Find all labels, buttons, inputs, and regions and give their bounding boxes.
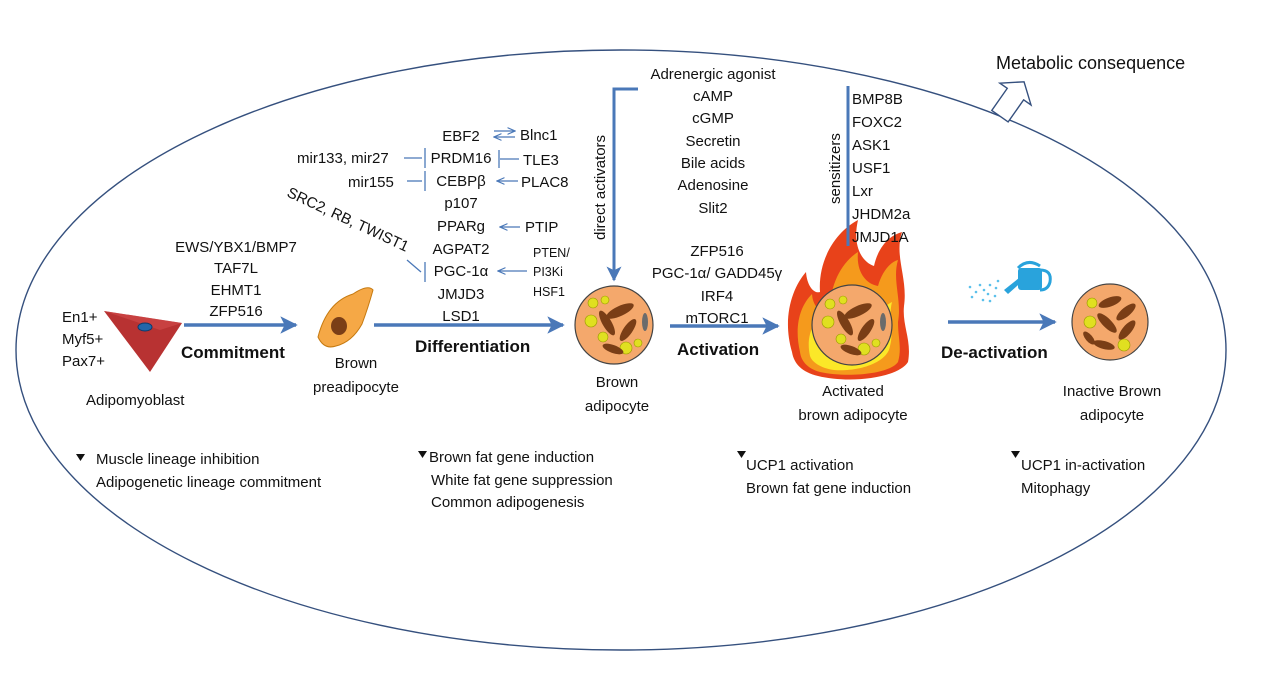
differentiation-factors: EBF2 PRDM16 CEBPβ p107 PPARg AGPAT2 PGC-… [431, 128, 492, 325]
direct-activator: Adrenergic agonist [650, 66, 776, 83]
differentiation-factor: PRDM16 [431, 150, 492, 167]
sensitizer: FOXC2 [852, 114, 902, 131]
activated-brown-adipocyte-label: brown adipocyte [798, 407, 907, 424]
note-line: Brown fat gene induction [746, 480, 911, 497]
direct-activator-list: Adrenergic agonist cAMP cGMP Secretin Bi… [650, 66, 776, 217]
regulator-blnc1: Blnc1 [520, 127, 558, 144]
commitment-factor: EWS/YBX1/BMP7 [175, 239, 297, 256]
note-bullet-icon [737, 451, 746, 458]
note-bullet-icon [76, 454, 85, 461]
note-line: UCP1 in-activation [1021, 457, 1145, 474]
note-line: Common adipogenesis [431, 494, 584, 511]
commitment-notes: Muscle lineage inhibition Adipogenetic l… [76, 451, 322, 491]
note-bullet-icon [418, 451, 427, 458]
deactivation-notes: UCP1 in-activation Mitophagy [1011, 451, 1145, 497]
sensitizer: JMJD1A [852, 229, 909, 246]
regulator-pten: PTEN/ [533, 246, 570, 260]
direct-activators-arrow [606, 87, 638, 282]
adipomyoblast-cell [104, 311, 182, 372]
inactive-brown-adipocyte-cell [1071, 283, 1149, 361]
inactive-brown-adipocyte-label: Inactive Brown [1063, 383, 1161, 400]
inhibition-line [406, 259, 422, 273]
direct-activators-label: direct activators [592, 135, 609, 240]
note-line: Brown fat gene induction [429, 449, 594, 466]
direct-activator: cAMP [693, 88, 733, 105]
metabolic-consequence-label: Metabolic consequence [996, 53, 1185, 73]
note-line: White fat gene suppression [431, 472, 613, 489]
deactivation-label: De-activation [941, 343, 1048, 362]
sensitizer-list: BMP8B FOXC2 ASK1 USF1 Lxr JHDM2a JMJD1A [852, 91, 911, 246]
direct-activator: Bile acids [681, 155, 745, 172]
differentiation-factor: PPARg [437, 218, 485, 235]
activated-brown-adipocyte-cell [811, 284, 893, 366]
regulator-hsf1: HSF1 [533, 285, 565, 299]
regulator-plac8: PLAC8 [521, 174, 569, 191]
brown-preadipocyte-label: preadipocyte [313, 379, 399, 396]
sensitizer: Lxr [852, 183, 873, 200]
commitment-factor: EHMT1 [211, 282, 262, 299]
commitment-label: Commitment [181, 343, 285, 362]
sensitizers-label: sensitizers [827, 133, 844, 204]
sensitizer: ASK1 [852, 137, 890, 154]
direct-activator: cGMP [692, 110, 734, 127]
brown-preadipocyte-cell [317, 287, 374, 348]
activation-factor: mTORC1 [685, 310, 748, 327]
commitment-factors: EWS/YBX1/BMP7 TAF7L EHMT1 ZFP516 [175, 239, 297, 320]
inactive-brown-adipocyte-label: adipocyte [1080, 407, 1144, 424]
differentiation-factor: LSD1 [442, 308, 480, 325]
inhibitor-mir155: mir155 [348, 174, 394, 191]
direct-activator: Slit2 [698, 200, 727, 217]
activated-brown-adipocyte-label: Activated [822, 383, 884, 400]
activation-factor: ZFP516 [690, 243, 743, 260]
direct-activator: Secretin [685, 133, 740, 150]
adipomyoblast-label: Adipomyoblast [86, 392, 185, 409]
inhibitor-mir133-mir27: mir133, mir27 [297, 150, 389, 167]
inhibitor-src2-rb-twist1: SRC2, RB, TWIST1 [284, 184, 411, 255]
marker-en1: En1+ [62, 309, 98, 326]
differentiation-factor: PGC-1α [434, 263, 489, 280]
sensitizer: BMP8B [852, 91, 903, 108]
activation-factor: PGC-1α/ GADD45γ [652, 265, 783, 282]
differentiation-factor: JMJD3 [438, 286, 485, 303]
note-line: Mitophagy [1021, 480, 1091, 497]
differentiation-factor: EBF2 [442, 128, 480, 145]
boundary-ellipse [15, 49, 1227, 651]
regulator-ptip: PTIP [525, 219, 558, 236]
activation-label: Activation [677, 340, 759, 359]
brown-preadipocyte-label: Brown [335, 355, 378, 372]
commitment-factor: TAF7L [214, 260, 258, 277]
regulator-pi3ki: PI3Ki [533, 265, 563, 279]
brown-adipocyte-cell [574, 285, 654, 365]
sensitizer: USF1 [852, 160, 890, 177]
differentiation-label: Differentiation [415, 337, 530, 356]
brown-adipocyte-label: Brown [596, 374, 639, 391]
direct-activator: Adenosine [678, 177, 749, 194]
watering-can-icon [968, 261, 1052, 303]
differentiation-factor: p107 [444, 195, 477, 212]
note-line: Adipogenetic lineage commitment [96, 474, 322, 491]
note-line: UCP1 activation [746, 457, 854, 474]
activation-factor: IRF4 [701, 288, 734, 305]
commitment-factor: ZFP516 [209, 303, 262, 320]
regulator-tle3: TLE3 [523, 152, 559, 169]
differentiation-factor: CEBPβ [436, 173, 486, 190]
note-line: Muscle lineage inhibition [96, 451, 259, 468]
marker-pax7: Pax7+ [62, 353, 105, 370]
activation-notes: UCP1 activation Brown fat gene induction [737, 451, 911, 497]
brown-adipocyte-label: adipocyte [585, 398, 649, 415]
activation-factors: ZFP516 PGC-1α/ GADD45γ IRF4 mTORC1 [652, 243, 783, 327]
differentiation-factor: AGPAT2 [433, 241, 490, 258]
differentiation-notes: Brown fat gene induction White fat gene … [418, 449, 613, 511]
sensitizer: JHDM2a [852, 206, 911, 223]
note-bullet-icon [1011, 451, 1020, 458]
marker-myf5: Myf5+ [62, 331, 104, 348]
hollow-up-arrow-icon [990, 81, 1033, 123]
